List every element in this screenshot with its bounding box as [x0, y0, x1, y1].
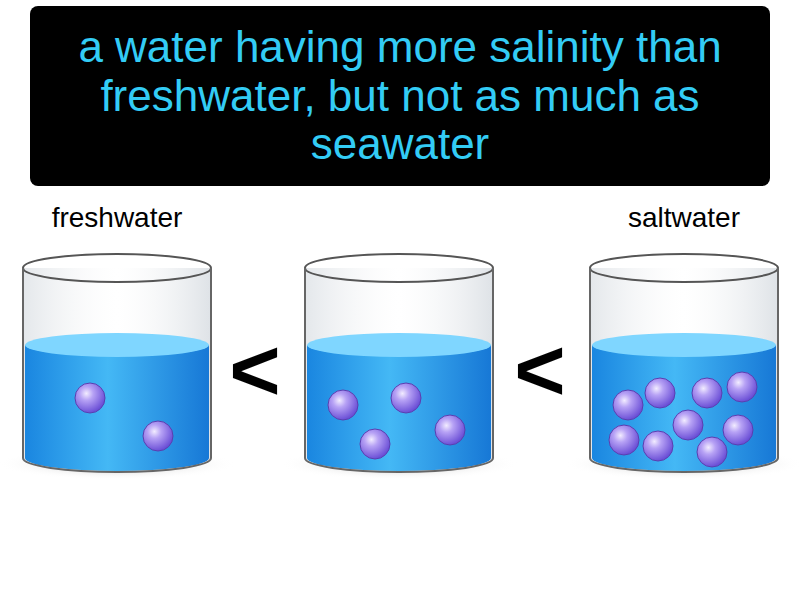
title: a water having more salinity than freshw…	[40, 23, 760, 168]
comparison-sign: <	[229, 326, 280, 414]
beaker	[0, 254, 237, 480]
rim	[590, 254, 778, 282]
water	[592, 345, 776, 471]
water-surface	[592, 333, 776, 357]
particles	[75, 383, 173, 451]
glass-outline	[305, 268, 493, 472]
glass	[590, 268, 778, 472]
title-banner: a water having more salinity than freshw…	[30, 6, 770, 186]
beaker-label: saltwater	[628, 204, 740, 232]
rim	[305, 254, 493, 282]
glass-outline	[590, 268, 778, 472]
particles	[328, 383, 465, 459]
glass	[305, 268, 493, 472]
beaker-label: freshwater	[52, 204, 183, 232]
water-surface	[25, 333, 209, 357]
glass	[23, 268, 211, 472]
rim	[23, 254, 211, 282]
water	[307, 345, 491, 471]
water-surface	[307, 333, 491, 357]
beaker	[279, 254, 519, 480]
glass-outline	[23, 268, 211, 472]
beaker	[564, 254, 800, 480]
comparison-sign: <	[514, 326, 565, 414]
water	[25, 345, 209, 471]
particles	[609, 372, 757, 467]
